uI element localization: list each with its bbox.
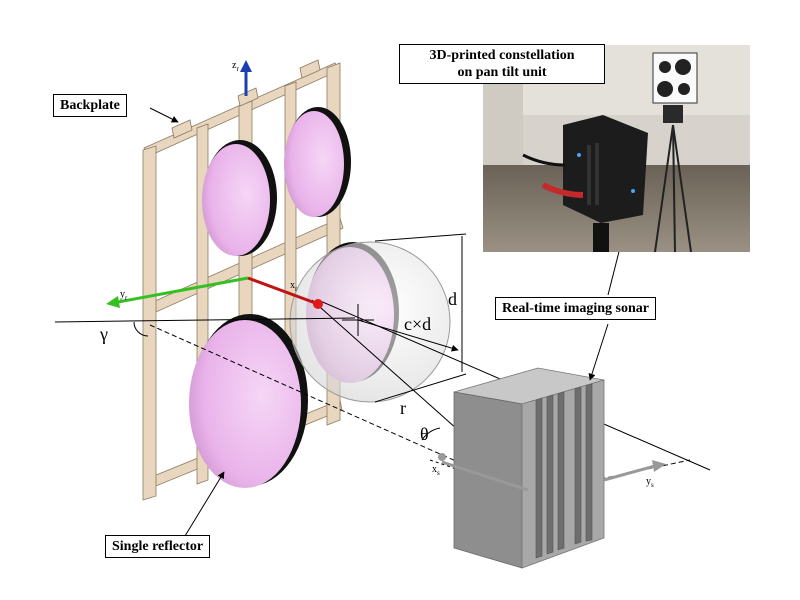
backplate-top-block-1 [171, 119, 193, 139]
callout-backplate: Backplate [53, 94, 127, 117]
theta-label: θ [420, 424, 429, 444]
callout-reflector: Single reflector [105, 535, 211, 558]
x-s-label: xs [432, 464, 440, 477]
gamma-label: γ [99, 324, 108, 344]
x-axis-tip [313, 299, 323, 309]
callout-constellation: 3D-printed constellation on pan tilt uni… [399, 44, 605, 84]
sonar-x-axis-arrow [441, 460, 529, 492]
sonar-y-axis-arrow [603, 464, 656, 482]
reflector-sphere [289, 241, 451, 403]
reflector-upper-right [284, 107, 351, 217]
y-axis-arrow [117, 276, 249, 304]
callout-constellation-line2: on pan tilt unit [457, 65, 547, 80]
photo-tripod [654, 124, 692, 252]
sonar-left-face [453, 391, 523, 569]
callout-constellation-line1: 3D-printed constellation [429, 48, 575, 63]
reflector-lower-right-with-sphere [289, 241, 451, 403]
x-r-label: xr [290, 280, 298, 293]
callout-sonar: Real-time imaging sonar [495, 297, 656, 320]
reflector-axes [106, 60, 323, 309]
y-s-label: ys [646, 476, 654, 489]
sonar-slots [535, 383, 593, 559]
reflectors [189, 107, 451, 488]
y-r-label: yr [120, 289, 128, 302]
sonar-axes [438, 453, 666, 492]
r-label: r [400, 398, 406, 418]
theta-arc [421, 427, 441, 441]
gamma-arc [133, 321, 149, 337]
reflector-lower-left [189, 314, 308, 488]
backplate-top-block-2 [237, 87, 259, 107]
z-r-label: zr [232, 60, 239, 73]
imaging-sonar [453, 367, 605, 569]
backplate-top-block-3 [299, 59, 321, 79]
cxd-label: c×d [404, 314, 431, 334]
photo-sonar [522, 115, 648, 252]
d-label: d [448, 289, 457, 309]
backplate-vertical-1 [142, 145, 157, 501]
x-axis-arrow [247, 276, 319, 306]
photo-constellation [652, 52, 698, 123]
reflector-upper-left [202, 140, 277, 256]
math-labels: γ θ r d c×d zr yr xr xs ys [99, 60, 654, 489]
